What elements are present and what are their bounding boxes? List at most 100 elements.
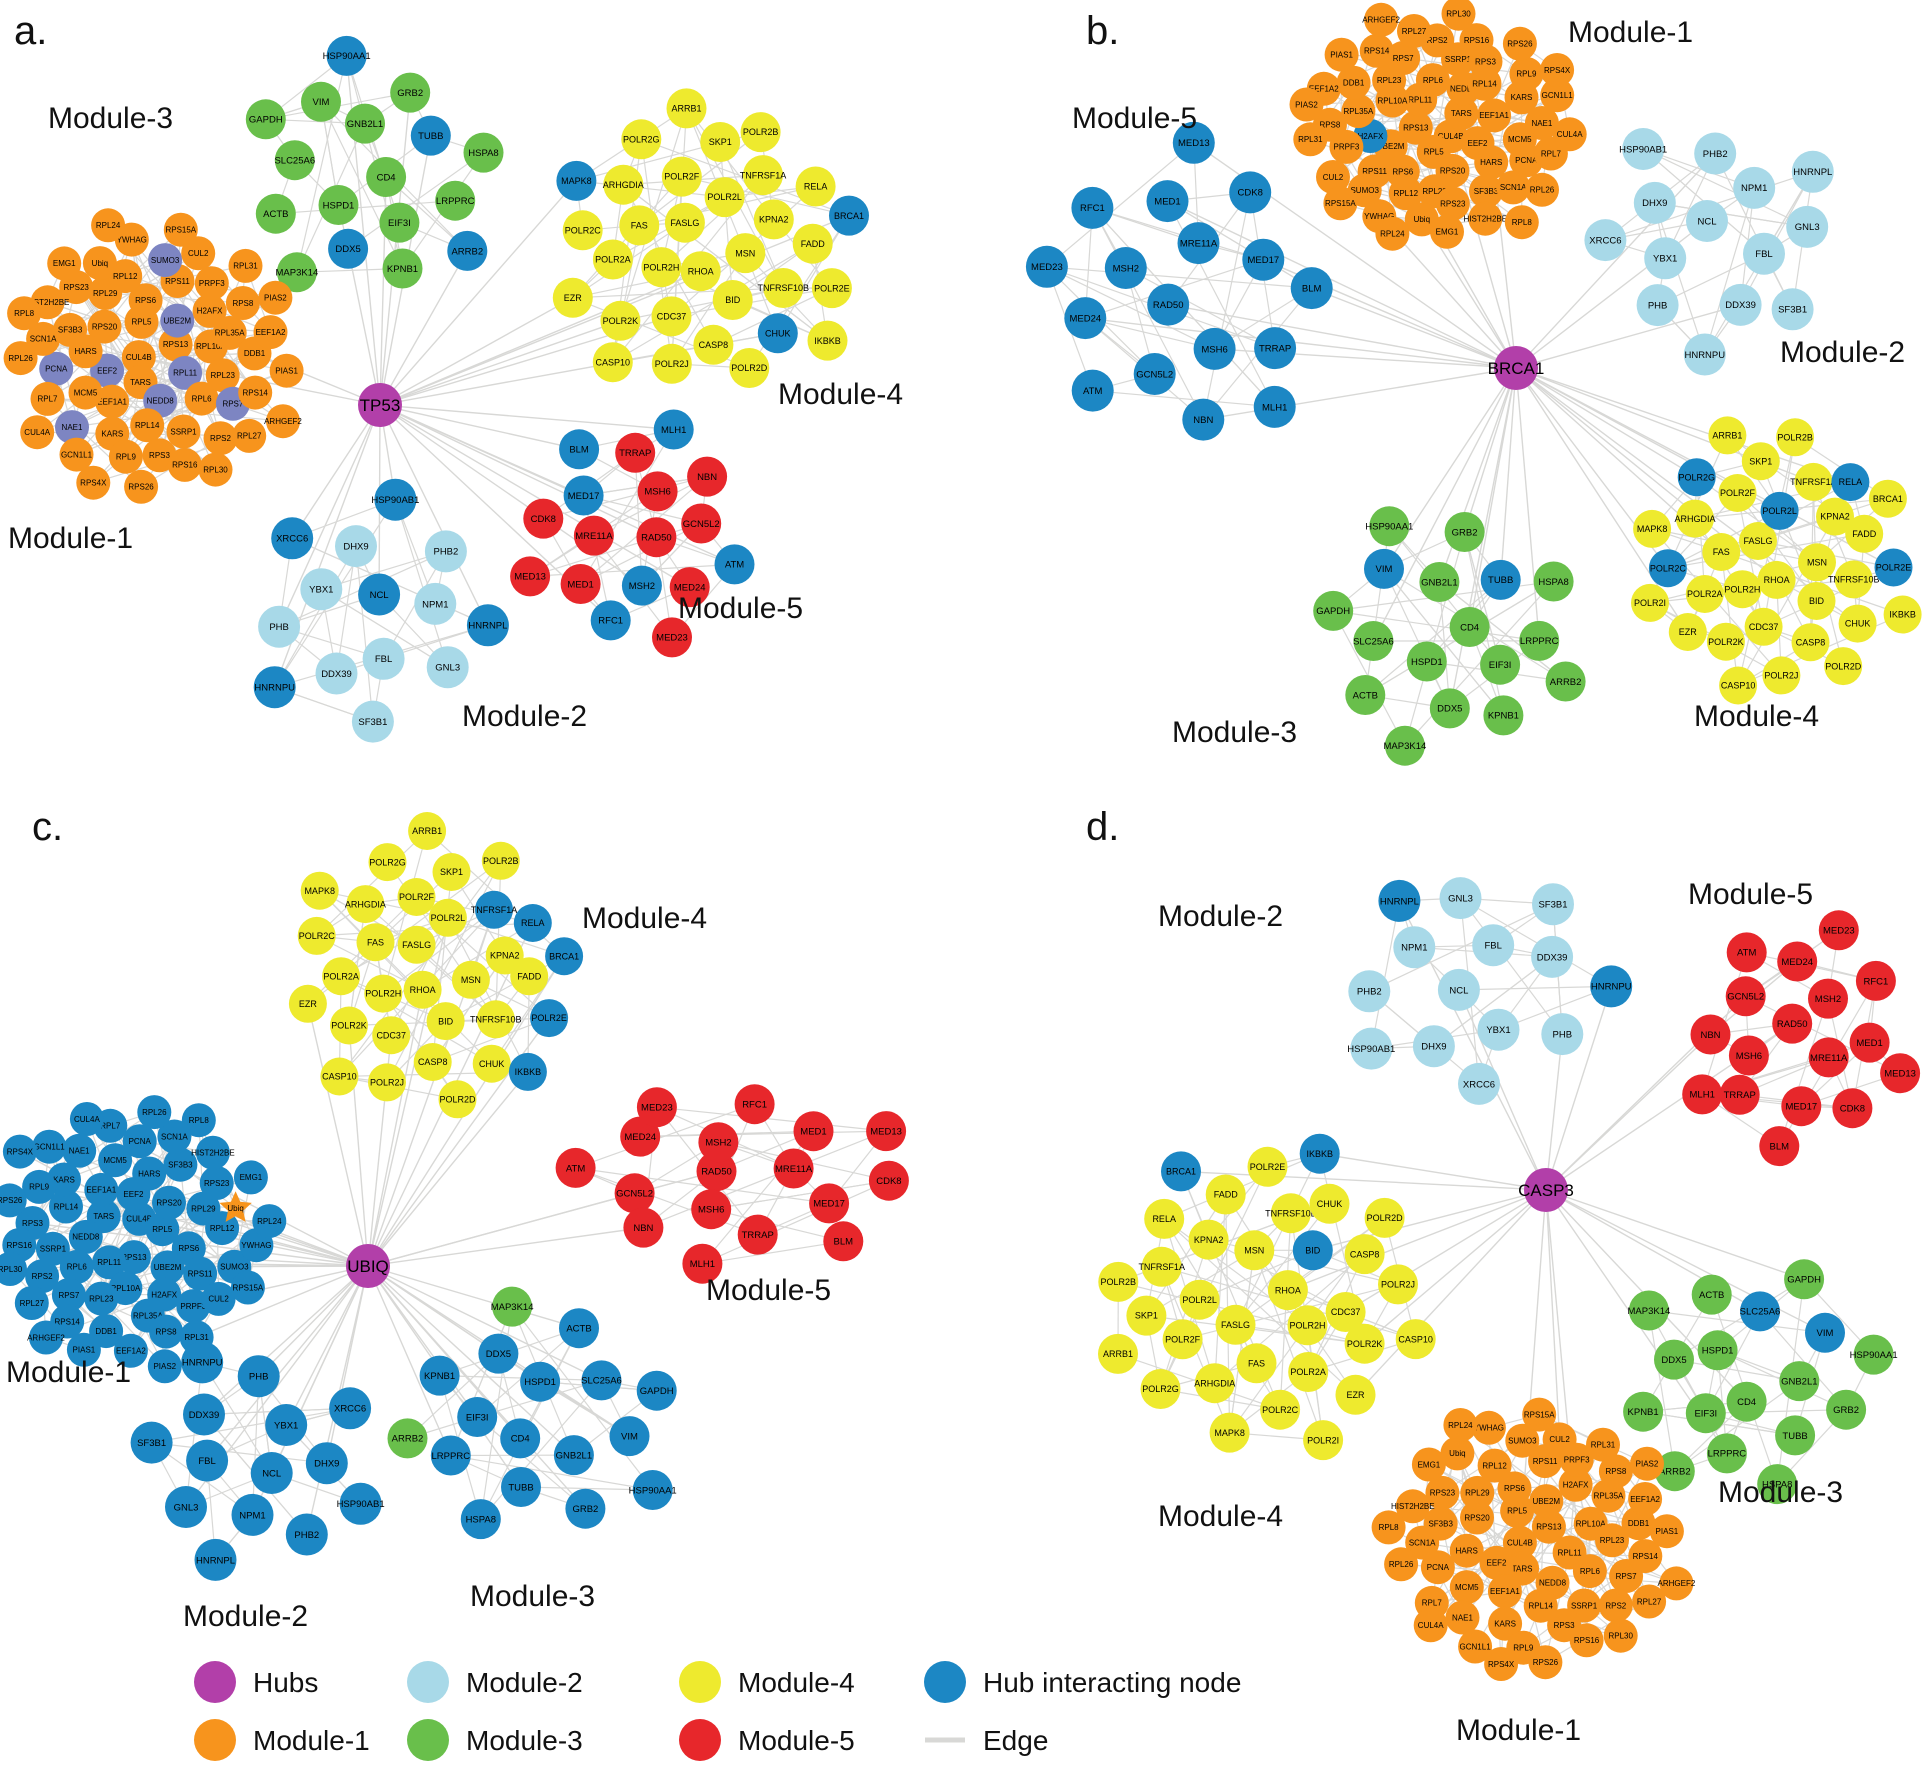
network-node[interactable]	[1443, 1408, 1478, 1442]
network-node[interactable]	[1449, 1570, 1484, 1605]
network-node[interactable]	[1483, 695, 1524, 736]
network-node[interactable]	[410, 115, 451, 156]
network-node[interactable]	[1441, 0, 1476, 31]
network-node[interactable]	[1797, 582, 1836, 620]
network-node[interactable]	[729, 348, 770, 388]
network-node[interactable]	[1345, 675, 1386, 715]
network-node[interactable]	[1386, 41, 1421, 75]
network-node[interactable]	[1533, 561, 1574, 602]
network-node[interactable]	[1805, 1312, 1845, 1353]
network-node[interactable]	[1437, 968, 1480, 1011]
network-node[interactable]	[621, 119, 662, 160]
network-node[interactable]	[793, 1111, 834, 1152]
network-node[interactable]	[1685, 1393, 1726, 1434]
network-node[interactable]	[725, 233, 766, 274]
network-node[interactable]	[7, 296, 42, 331]
network-node[interactable]	[1786, 205, 1829, 248]
network-node[interactable]	[1025, 245, 1068, 288]
network-node[interactable]	[184, 381, 219, 416]
network-node[interactable]	[609, 1416, 650, 1457]
network-node[interactable]	[1757, 560, 1796, 599]
network-node[interactable]	[366, 157, 407, 197]
network-node[interactable]	[430, 1435, 471, 1476]
network-node[interactable]	[245, 99, 286, 140]
network-node[interactable]	[1229, 171, 1272, 214]
network-node[interactable]	[590, 600, 631, 641]
network-node[interactable]	[1832, 1088, 1873, 1129]
network-node[interactable]	[130, 1421, 173, 1464]
network-node[interactable]	[1542, 1422, 1577, 1457]
network-node[interactable]	[1172, 121, 1215, 164]
network-node[interactable]	[552, 277, 593, 318]
network-node[interactable]	[1384, 1547, 1419, 1582]
network-node[interactable]	[1468, 201, 1503, 236]
network-node[interactable]	[1348, 970, 1391, 1013]
network-node[interactable]	[1880, 1053, 1921, 1094]
network-node[interactable]	[408, 812, 447, 850]
network-node[interactable]	[84, 1281, 119, 1316]
network-node[interactable]	[592, 342, 633, 383]
network-node[interactable]	[1098, 1261, 1139, 1302]
network-node[interactable]	[0, 1252, 27, 1286]
network-node[interactable]	[1718, 474, 1757, 512]
network-node[interactable]	[113, 1333, 148, 1368]
network-node[interactable]	[451, 960, 490, 999]
network-node[interactable]	[614, 1173, 655, 1214]
network-node[interactable]	[636, 1370, 677, 1411]
network-node[interactable]	[339, 1482, 382, 1525]
network-node[interactable]	[693, 324, 734, 365]
network-node[interactable]	[84, 1172, 119, 1207]
network-node[interactable]	[258, 605, 301, 648]
network-node[interactable]	[1064, 297, 1107, 340]
network-node[interactable]	[1708, 416, 1747, 455]
network-node[interactable]	[20, 415, 55, 450]
network-node[interactable]	[1126, 1295, 1167, 1336]
network-node[interactable]	[1146, 180, 1189, 223]
network-node[interactable]	[475, 890, 513, 929]
network-node[interactable]	[563, 475, 604, 516]
network-node[interactable]	[124, 469, 159, 504]
network-node[interactable]	[620, 1116, 661, 1157]
network-node[interactable]	[322, 957, 361, 996]
network-node[interactable]	[637, 471, 678, 512]
network-node[interactable]	[1147, 283, 1190, 326]
network-node[interactable]	[148, 243, 183, 278]
network-node[interactable]	[1359, 33, 1394, 68]
network-node[interactable]	[1440, 1436, 1475, 1471]
hub-node[interactable]	[1524, 1168, 1568, 1212]
network-node[interactable]	[1874, 548, 1913, 587]
network-node[interactable]	[1404, 202, 1439, 237]
network-node[interactable]	[1236, 1343, 1277, 1384]
network-node[interactable]	[181, 1341, 224, 1384]
network-node[interactable]	[809, 1183, 850, 1224]
network-node[interactable]	[228, 248, 263, 283]
network-node[interactable]	[160, 303, 195, 338]
network-node[interactable]	[1816, 497, 1854, 536]
network-node[interactable]	[807, 320, 848, 361]
network-node[interactable]	[1532, 883, 1574, 926]
network-node[interactable]	[1834, 560, 1873, 599]
network-node[interactable]	[335, 525, 377, 568]
network-node[interactable]	[1719, 666, 1758, 705]
network-node[interactable]	[1725, 976, 1766, 1017]
network-node[interactable]	[621, 565, 662, 606]
network-node[interactable]	[1388, 176, 1423, 211]
network-node[interactable]	[1474, 145, 1509, 180]
network-node[interactable]	[1303, 1420, 1344, 1461]
network-node[interactable]	[426, 1002, 465, 1041]
hub-node[interactable]	[1494, 346, 1538, 390]
network-node[interactable]	[457, 1397, 498, 1437]
network-node[interactable]	[269, 353, 304, 388]
network-node[interactable]	[565, 1488, 606, 1529]
network-node[interactable]	[1726, 932, 1767, 973]
network-node[interactable]	[49, 1189, 83, 1224]
network-node[interactable]	[374, 478, 417, 521]
network-node[interactable]	[1590, 965, 1633, 1008]
network-node[interactable]	[669, 567, 710, 608]
network-node[interactable]	[62, 1133, 97, 1168]
network-node[interactable]	[1777, 941, 1818, 982]
network-node[interactable]	[328, 228, 369, 269]
network-node[interactable]	[1824, 647, 1863, 686]
network-node[interactable]	[1071, 186, 1114, 229]
network-node[interactable]	[1242, 238, 1285, 281]
